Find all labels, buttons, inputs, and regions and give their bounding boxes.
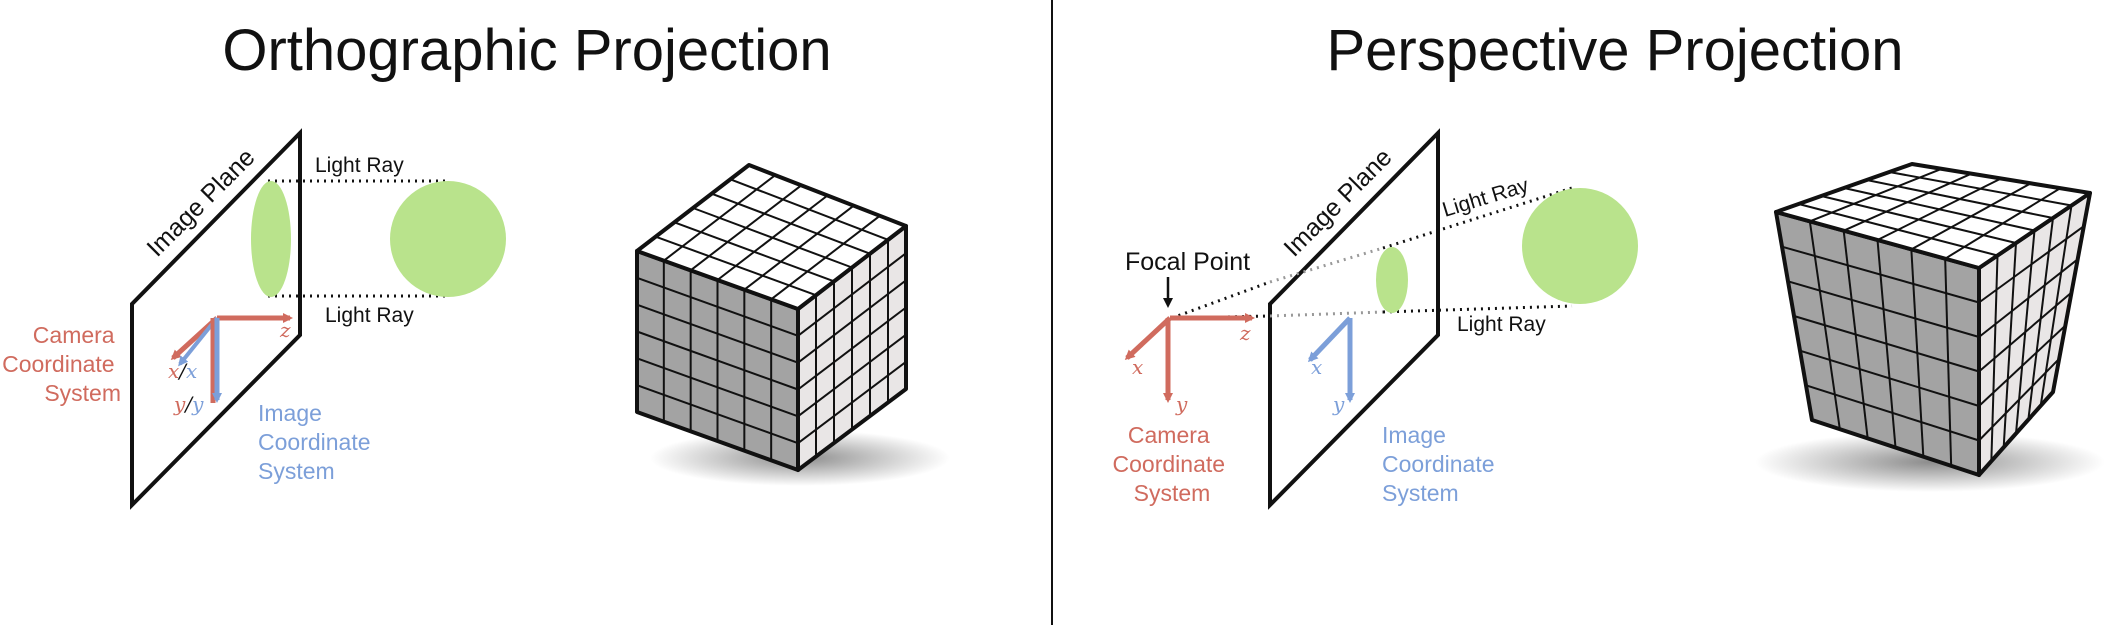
right-image-system-label: Image Coordinate System: [1382, 422, 1501, 506]
axis-y-img-text: y: [191, 392, 204, 416]
cube-grid-line: [1944, 187, 2061, 260]
left-sphere: [390, 181, 506, 297]
right-axis-y-label: y: [1175, 392, 1188, 416]
left-light-ray-top-label: Light Ray: [315, 154, 404, 177]
right-image-plane: [1268, 128, 1440, 510]
right-ray-top-inside: [1269, 246, 1384, 284]
right-ray-top-front: [1171, 280, 1271, 320]
right-title: Perspective Projection: [1326, 18, 1903, 83]
right-panel: Perspective Projection Image Plane Light…: [1113, 18, 2105, 510]
right-image-plane-label: Image Plane: [1278, 143, 1397, 262]
left-axis-y-label: y/y: [173, 392, 204, 416]
axis-x-img-text: x: [186, 359, 197, 383]
right-ray-bottom-back: [1382, 304, 1573, 314]
axis-y-cam-text: y: [173, 392, 186, 416]
left-axis-x-label: x/x: [168, 359, 197, 383]
right-sphere: [1522, 188, 1638, 304]
left-panel: Orthographic Projection Image Plane Ligh…: [2, 18, 950, 510]
axis-slash: /: [177, 359, 188, 383]
right-cube: [1755, 162, 2105, 492]
right-camera-system-label: Camera Coordinate System: [1113, 422, 1232, 506]
axis-x-cam-text: x: [168, 359, 179, 383]
left-image-system-label: Image Coordinate System: [258, 400, 377, 484]
right-ray-top-back: [1382, 186, 1573, 250]
left-light-ray-bottom-label: Light Ray: [325, 304, 414, 327]
right-light-ray-top-label: Light Ray: [1440, 174, 1532, 222]
right-img-axis-y-label: y: [1332, 392, 1345, 416]
left-cube: [635, 163, 950, 486]
cube-grid-line: [636, 384, 799, 445]
right-projected-ellipse: [1376, 247, 1408, 313]
left-camera-system-label: Camera Coordinate System: [2, 322, 121, 406]
cube-grid-line: [770, 215, 881, 301]
right-axis-x-label: x: [1132, 355, 1143, 379]
left-title: Orthographic Projection: [222, 18, 831, 83]
right-img-axis-x: [1307, 316, 1352, 363]
left-projected-ellipse: [251, 181, 291, 297]
cube-grid-line: [1805, 384, 1980, 442]
right-axis-x: [1124, 316, 1172, 361]
left-image-plane: [130, 128, 302, 510]
axis-slash-2: /: [183, 392, 194, 416]
cube-grid-line: [1978, 358, 2060, 442]
left-axis-z-label: z: [279, 318, 291, 342]
right-light-ray-bottom-label: Light Ray: [1457, 313, 1546, 336]
left-image-plane-label: Image Plane: [141, 143, 260, 262]
right-ray-bottom-inside: [1269, 310, 1384, 318]
cube-grid-line: [797, 361, 907, 444]
focal-point-label: Focal Point: [1125, 248, 1250, 276]
right-axis-z-label: z: [1239, 321, 1251, 345]
right-img-axis-x-label: x: [1311, 355, 1322, 379]
right-cube-shadow: [1755, 432, 2105, 492]
